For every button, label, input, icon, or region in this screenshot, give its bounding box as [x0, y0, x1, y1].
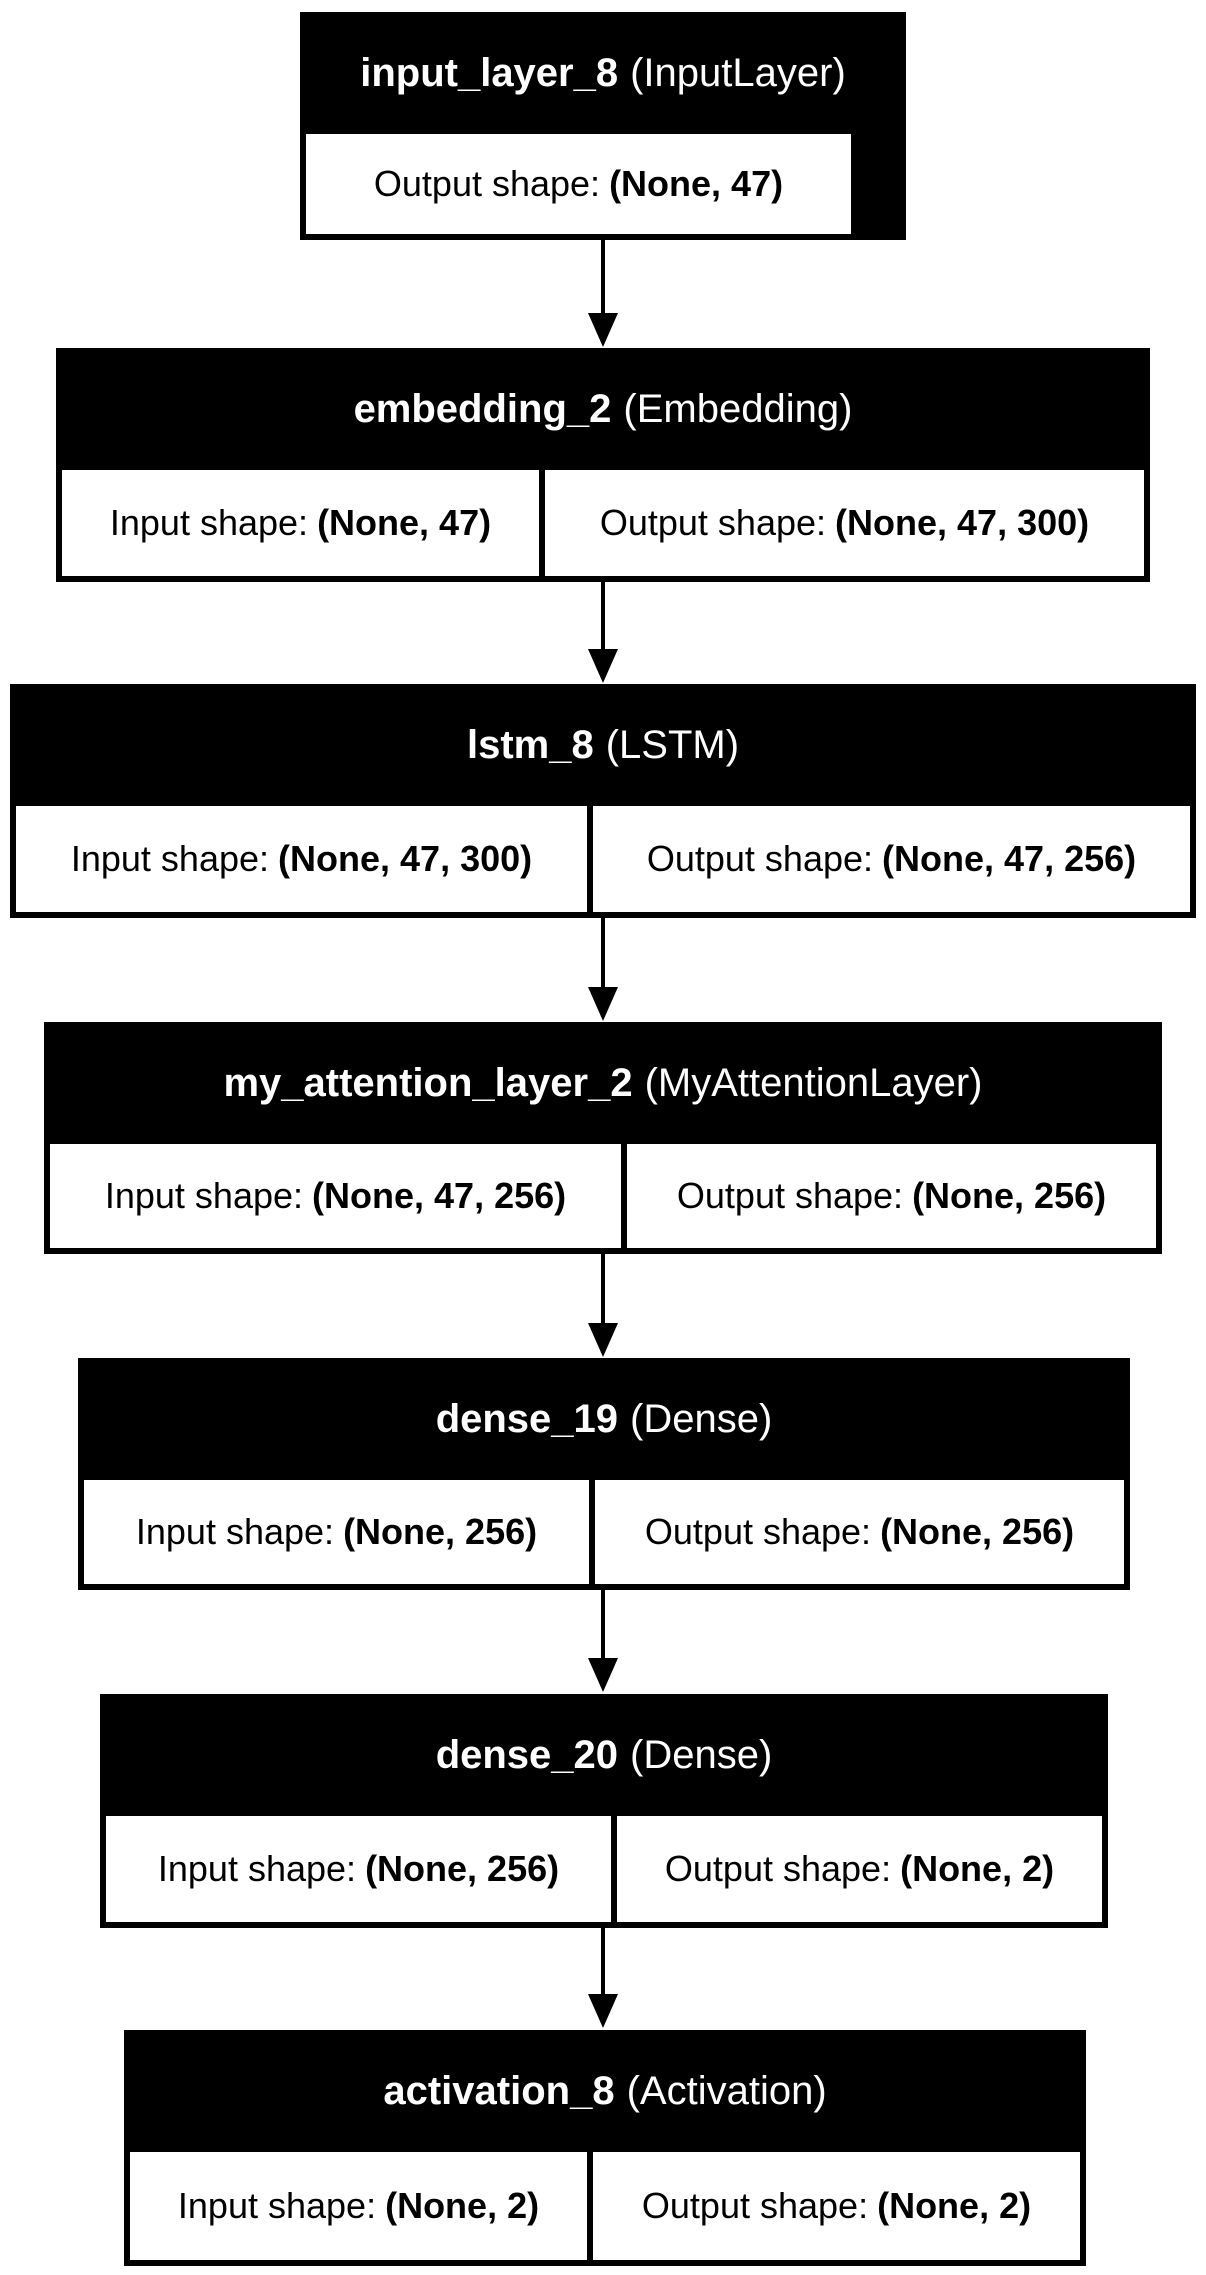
layer-name: input_layer_8: [360, 50, 619, 95]
output-shape-cell: Output shape: (None, 47, 256): [593, 806, 1190, 912]
layer-header: lstm_8 (LSTM): [10, 684, 1196, 806]
output-shape-value: (None, 256): [880, 1511, 1075, 1552]
output-shape-label: Output shape:: [676, 1175, 904, 1216]
layer-header: dense_20 (Dense): [100, 1694, 1108, 1816]
input-shape-value: (None, 47, 300): [278, 838, 533, 879]
input-shape-label: Input shape:: [157, 1848, 357, 1889]
input-shape-cell: Input shape: (None, 47, 300): [16, 806, 587, 912]
input-shape-cell: Input shape: (None, 256): [106, 1816, 611, 1922]
input-shape-cell: Input shape: (None, 256): [84, 1480, 589, 1584]
layer-name: my_attention_layer_2: [223, 1060, 633, 1105]
layer-my-attention-layer-2: my_attention_layer_2 (MyAttentionLayer) …: [44, 1022, 1162, 1254]
output-shape-value: (None, 47, 256): [882, 838, 1137, 879]
layer-embedding-2: embedding_2 (Embedding) Input shape: (No…: [56, 348, 1150, 582]
input-shape-value: (None, 256): [365, 1848, 560, 1889]
layer-dense-19: dense_19 (Dense) Input shape: (None, 256…: [78, 1358, 1130, 1590]
output-shape-cell: Output shape: (None, 47, 300): [545, 470, 1144, 576]
layer-type: (Activation): [626, 2068, 827, 2113]
layer-name: dense_19: [435, 1396, 619, 1441]
output-shape-value: (None, 2): [877, 2185, 1032, 2226]
layer-header: input_layer_8 (InputLayer): [300, 12, 906, 134]
input-shape-cell: Input shape: (None, 2): [130, 2152, 587, 2260]
layer-input-layer-8: input_layer_8 (InputLayer) Output shape:…: [300, 12, 906, 240]
output-shape-label: Output shape:: [373, 163, 601, 204]
layer-header: dense_19 (Dense): [78, 1358, 1130, 1480]
edge-6: [588, 1928, 618, 2028]
edge-3: [588, 918, 618, 1021]
edge-4: [588, 1254, 618, 1357]
layer-name: dense_20: [435, 1732, 619, 1777]
layer-type: (Dense): [630, 1396, 773, 1441]
input-shape-value: (None, 256): [343, 1511, 538, 1552]
output-shape-label: Output shape:: [599, 502, 827, 543]
layer-type: (Embedding): [623, 386, 853, 431]
layer-type: (MyAttentionLayer): [644, 1060, 983, 1105]
output-shape-cell: Output shape: (None, 2): [617, 1816, 1102, 1922]
edge-5: [588, 1590, 618, 1692]
input-shape-value: (None, 2): [385, 2185, 540, 2226]
output-shape-label: Output shape:: [641, 2185, 869, 2226]
input-shape-value: (None, 47): [317, 502, 492, 543]
input-shape-label: Input shape:: [135, 1511, 335, 1552]
layer-type: (InputLayer): [630, 50, 846, 95]
layer-name: embedding_2: [353, 386, 612, 431]
output-shape-cell: Output shape: (None, 47): [306, 134, 851, 234]
output-shape-label: Output shape:: [644, 1511, 872, 1552]
output-shape-value: (None, 47, 300): [835, 502, 1090, 543]
output-shape-cell: Output shape: (None, 2): [593, 2152, 1080, 2260]
input-shape-cell: Input shape: (None, 47, 256): [50, 1144, 621, 1248]
layer-lstm-8: lstm_8 (LSTM) Input shape: (None, 47, 30…: [10, 684, 1196, 918]
layer-header: activation_8 (Activation): [124, 2030, 1086, 2152]
output-shape-label: Output shape:: [664, 1848, 892, 1889]
output-shape-cell: Output shape: (None, 256): [627, 1144, 1156, 1248]
input-shape-cell: Input shape: (None, 47): [62, 470, 539, 576]
output-shape-value: (None, 2): [900, 1848, 1055, 1889]
layer-type: (Dense): [630, 1732, 773, 1777]
output-shape-label: Output shape:: [646, 838, 874, 879]
output-shape-value: (None, 256): [912, 1175, 1107, 1216]
layer-type: (LSTM): [605, 722, 740, 767]
layer-name: lstm_8: [466, 722, 594, 767]
output-shape-value: (None, 47): [609, 163, 784, 204]
output-shape-cell: Output shape: (None, 256): [595, 1480, 1124, 1584]
layer-header: embedding_2 (Embedding): [56, 348, 1150, 470]
input-shape-label: Input shape:: [109, 502, 309, 543]
input-shape-label: Input shape:: [104, 1175, 304, 1216]
layer-name: activation_8: [383, 2068, 615, 2113]
layer-header: my_attention_layer_2 (MyAttentionLayer): [44, 1022, 1162, 1144]
input-shape-value: (None, 47, 256): [312, 1175, 567, 1216]
input-shape-label: Input shape:: [70, 838, 270, 879]
edge-1: [588, 240, 618, 347]
layer-dense-20: dense_20 (Dense) Input shape: (None, 256…: [100, 1694, 1108, 1928]
layer-activation-8: activation_8 (Activation) Input shape: (…: [124, 2030, 1086, 2266]
edge-2: [588, 582, 618, 683]
input-shape-label: Input shape:: [177, 2185, 377, 2226]
